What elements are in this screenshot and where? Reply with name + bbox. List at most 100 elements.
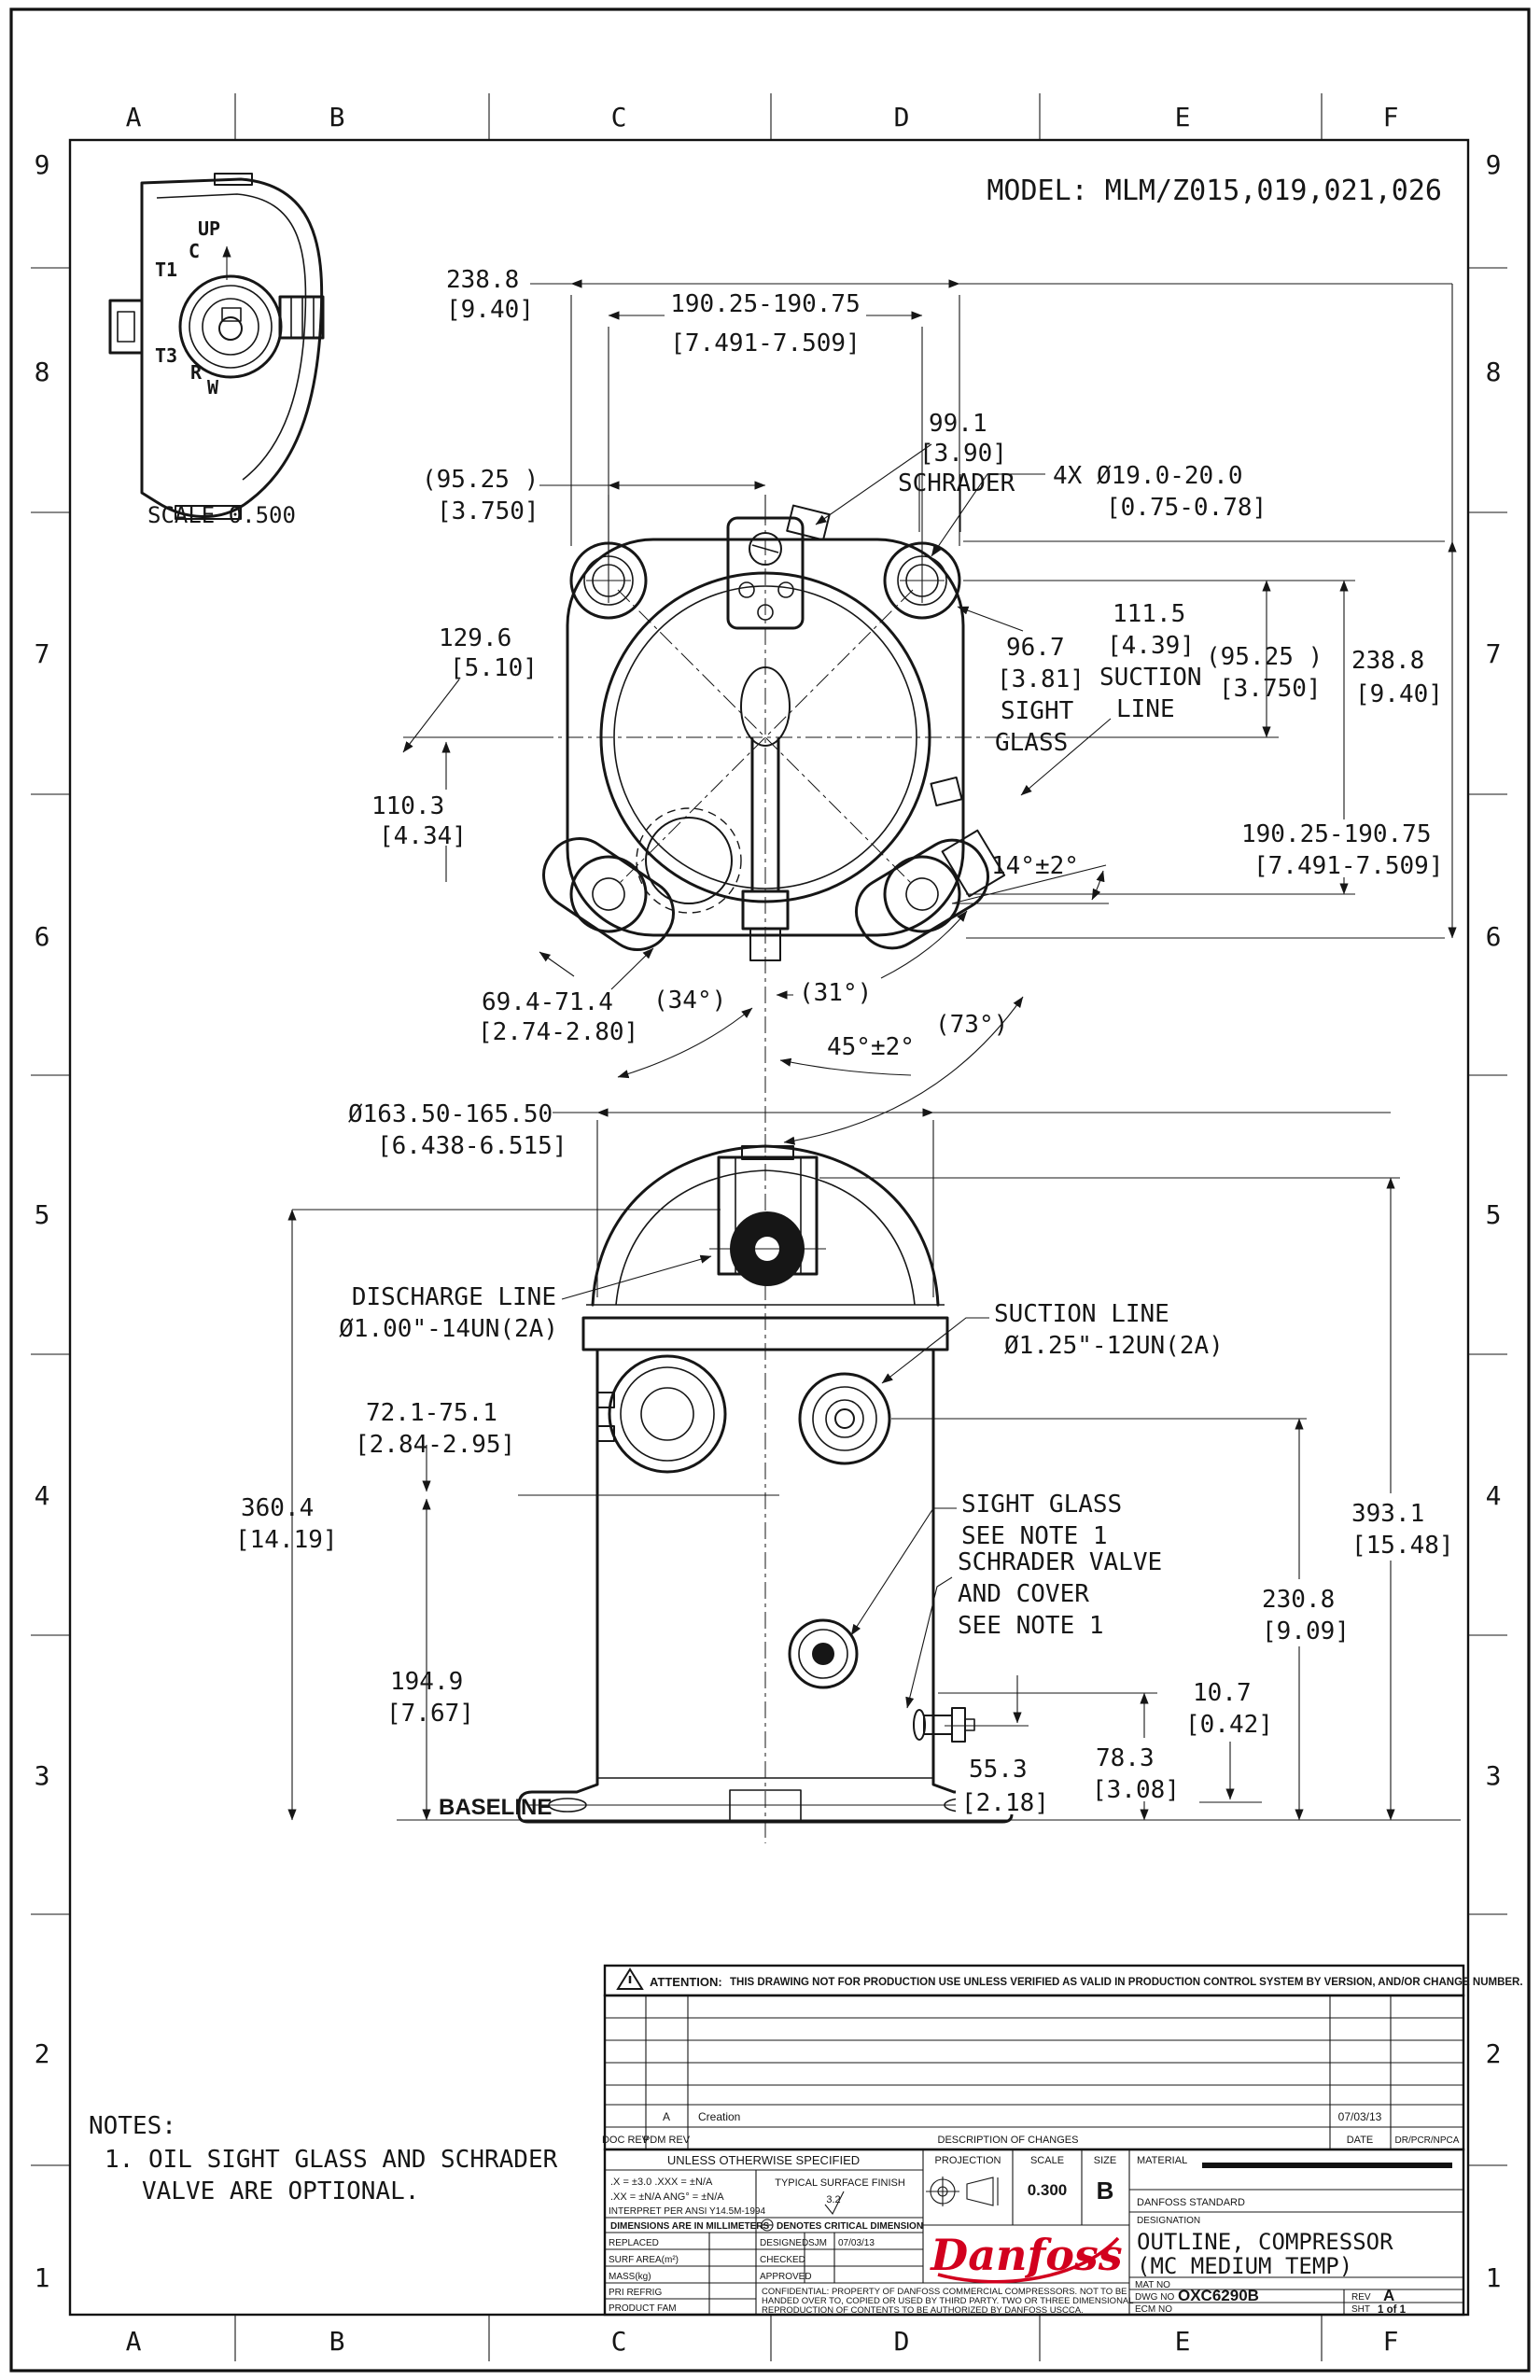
dim-text: 111.5 — [1113, 600, 1185, 628]
zone-label: 1 — [35, 2262, 50, 2293]
dim-text: SCHRADER VALVE — [958, 1548, 1162, 1576]
zone-label: 4 — [1486, 1480, 1502, 1511]
zone-label: 1 — [1486, 2262, 1502, 2293]
zone-label: 9 — [35, 149, 50, 180]
zone-label: 4 — [35, 1480, 50, 1511]
attention-banner: ATTENTION: THIS DRAWING NOT FOR PRODUCTI… — [603, 1964, 1523, 1997]
designation-label: DESIGNATION — [1137, 2216, 1200, 2226]
zone-label: B — [329, 2326, 345, 2357]
dim-text: 14°±2° — [991, 852, 1079, 880]
dim-text: Ø163.50-165.50 — [348, 1100, 553, 1128]
dim-text: [0.75-0.78] — [1106, 494, 1267, 522]
zone-label: E — [1175, 2326, 1191, 2357]
dim-text: Ø1.25"-12UN(2A) — [1004, 1332, 1224, 1360]
zone-label: 7 — [1486, 638, 1502, 669]
rev-header-desc: DESCRIPTION OF CHANGES — [938, 2135, 1079, 2146]
terminal-label-r: R — [190, 361, 203, 384]
rev-header-dr: DR/PCR/NPCA — [1395, 2135, 1460, 2146]
dim-text: [3.750] — [437, 497, 539, 525]
dim-text: 393.1 — [1351, 1500, 1424, 1528]
confidential-line1: CONFIDENTIAL: PROPERTY OF DANFOSS COMMER… — [762, 2287, 1127, 2297]
dim-text: SIGHT — [1001, 697, 1074, 725]
top-view — [403, 504, 1022, 1153]
dim-text: 194.9 — [390, 1668, 463, 1696]
rev-label: REV — [1351, 2292, 1371, 2303]
zone-label: 8 — [1486, 357, 1502, 387]
designation-line2: (MC MEDIUM TEMP) — [1137, 2253, 1352, 2279]
dim-text: [2.18] — [961, 1789, 1049, 1817]
surface-finish-icon — [824, 2191, 845, 2216]
left-port-flange — [596, 1354, 727, 1474]
dim-text: SEE NOTE 1 — [958, 1612, 1104, 1640]
dim-text: [2.74-2.80] — [478, 1018, 638, 1046]
dim-text: 238.8 — [446, 266, 519, 294]
dim-text: [6.438-6.515] — [377, 1132, 567, 1160]
dim-text: [4.39] — [1107, 632, 1195, 660]
mounting-lug-rotated — [542, 837, 675, 951]
baseline-label: BASELINE — [439, 1795, 552, 1820]
top-view-dimensions: 238.8 [9.40] 190.25-190.75 [7.491-7.509]… — [366, 266, 1457, 1145]
zone-label: D — [894, 2326, 910, 2357]
dim-text: SCHRADER — [898, 469, 1015, 497]
rev-date: 07/03/13 — [1338, 2110, 1382, 2123]
rev-value: A — [1383, 2287, 1394, 2304]
dim-text: [9.40] — [1355, 680, 1443, 708]
surf-area-label: SURF AREA(m²) — [609, 2255, 679, 2265]
dim-text: [0.42] — [1185, 1711, 1273, 1739]
dim-text: SIGHT GLASS — [961, 1491, 1122, 1519]
zone-numbers-left: 9 8 7 6 5 4 3 2 1 — [35, 149, 50, 2293]
approved-label: APPROVED — [760, 2272, 812, 2282]
dim-text: (95.25 ) — [422, 466, 539, 494]
zone-label: 6 — [35, 921, 50, 952]
mounting-lug-rotated — [855, 829, 1006, 950]
confidential-line3: REPRODUCTION OF CONTENTS TO BE AUTHORIZE… — [762, 2305, 1084, 2316]
dim-text: 10.7 — [1193, 1679, 1252, 1707]
notes-line: 1. OIL SIGHT GLASS AND SCHRADER — [105, 2146, 558, 2174]
notes: NOTES: 1. OIL SIGHT GLASS AND SCHRADER V… — [89, 2112, 558, 2205]
terminal-label-t1: T1 — [155, 259, 177, 281]
zone-label: C — [611, 2326, 627, 2357]
dim-text: [7.491-7.509] — [1253, 852, 1444, 880]
ecm-no-label: ECM NO — [1135, 2304, 1172, 2315]
zone-label: 6 — [1486, 921, 1502, 952]
dim-text: [15.48] — [1351, 1532, 1454, 1560]
dim-text: [9.09] — [1262, 1617, 1350, 1645]
dim-text: (73°) — [935, 1011, 1008, 1039]
dim-text: [3.81] — [997, 665, 1085, 693]
dim-text: 4X Ø19.0-20.0 — [1053, 462, 1243, 490]
danfoss-logo: Danfoss — [929, 2230, 1123, 2284]
schrader-valve-side — [913, 1707, 975, 1743]
side-view-dimensions: Ø163.50-165.50 [6.438-6.515] DISCHARGE L… — [235, 1100, 1461, 1821]
dim-text: (31°) — [799, 979, 872, 1007]
replaced-label: REPLACED — [609, 2238, 659, 2248]
zone-label: 3 — [1486, 1760, 1502, 1791]
material-label: MATERIAL — [1137, 2155, 1187, 2166]
dim-text: [14.19] — [235, 1526, 338, 1554]
checked-label: CHECKED — [760, 2255, 805, 2265]
dwg-no-value: OXC6290B — [1178, 2287, 1259, 2304]
attention-label: ATTENTION: — [650, 1975, 722, 1989]
dim-text: 190.25-190.75 — [1241, 820, 1432, 848]
dim-text: [7.491-7.509] — [670, 329, 861, 357]
dim-text: 238.8 — [1351, 647, 1424, 675]
scale-label: SCALE — [1030, 2155, 1064, 2166]
unless-otherwise: UNLESS OTHERWISE SPECIFIED — [667, 2153, 860, 2167]
danfoss-logo-swoosh — [937, 2236, 1120, 2284]
terminal-label-up: UP — [198, 217, 220, 240]
dim-text: 190.25-190.75 — [670, 290, 861, 318]
dim-text: (34°) — [653, 987, 726, 1015]
projection-label: PROJECTION — [935, 2155, 1001, 2166]
zone-label: B — [329, 102, 345, 133]
terminal-label-t3: T3 — [155, 344, 177, 367]
danfoss-logo-text: Danfoss — [929, 2230, 1122, 2280]
notes-title: NOTES: — [89, 2112, 176, 2140]
dims-in-mm-note: DIMENSIONS ARE IN MILLIMETERS — [610, 2221, 770, 2232]
design-date: 07/03/13 — [838, 2238, 875, 2248]
product-fam-label: PRODUCT FAM — [609, 2303, 677, 2314]
dim-text: [5.10] — [450, 654, 538, 682]
dim-text: [9.40] — [446, 296, 534, 324]
rev-header-pdm: PDM REV — [643, 2135, 691, 2146]
dim-text: 78.3 — [1096, 1744, 1155, 1772]
